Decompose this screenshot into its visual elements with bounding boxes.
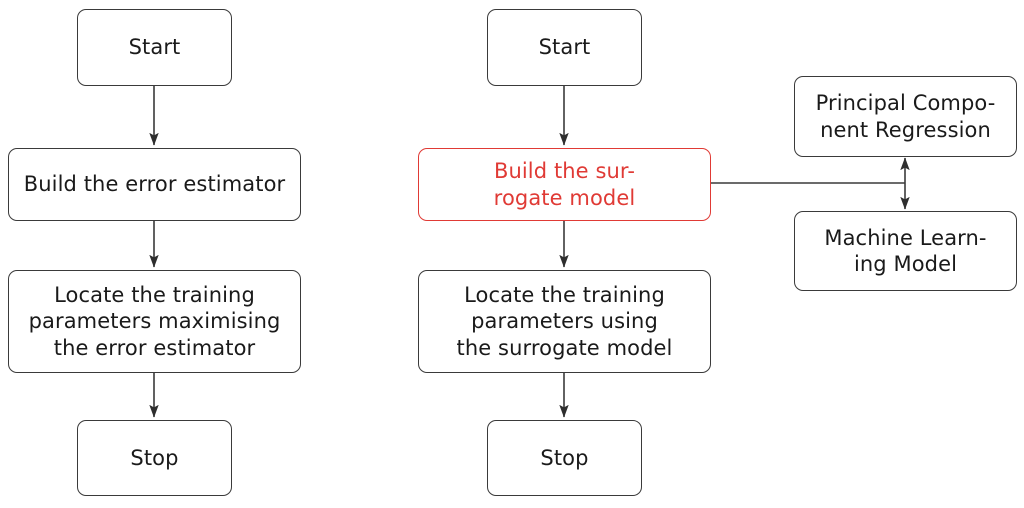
node-left-build-error-estimator[interactable]: Build the error estimator bbox=[8, 148, 301, 221]
node-label: Locate the training parameters using the… bbox=[456, 283, 673, 360]
node-label: Build the sur- rogate model bbox=[493, 159, 636, 210]
node-label: Start bbox=[128, 35, 181, 60]
node-mid-locate-parameters[interactable]: Locate the training parameters using the… bbox=[418, 270, 711, 373]
node-label: Locate the training parameters maximisin… bbox=[28, 283, 281, 360]
node-left-locate-parameters[interactable]: Locate the training parameters maximisin… bbox=[8, 270, 301, 373]
node-label: Principal Compo- nent Regression bbox=[815, 91, 996, 142]
node-label: Start bbox=[538, 35, 591, 60]
node-mid-start[interactable]: Start bbox=[487, 9, 642, 86]
node-label: Build the error estimator bbox=[23, 172, 286, 197]
node-label: Machine Learn- ing Model bbox=[824, 225, 987, 276]
node-label: Stop bbox=[540, 445, 589, 470]
node-right-machine-learning-model[interactable]: Machine Learn- ing Model bbox=[794, 211, 1017, 291]
node-right-principal-component-regression[interactable]: Principal Compo- nent Regression bbox=[794, 76, 1017, 157]
node-left-start[interactable]: Start bbox=[77, 9, 232, 86]
node-mid-stop[interactable]: Stop bbox=[487, 420, 642, 496]
node-left-stop[interactable]: Stop bbox=[77, 420, 232, 496]
node-mid-build-surrogate-model[interactable]: Build the sur- rogate model bbox=[418, 148, 711, 221]
node-label: Stop bbox=[130, 445, 179, 470]
